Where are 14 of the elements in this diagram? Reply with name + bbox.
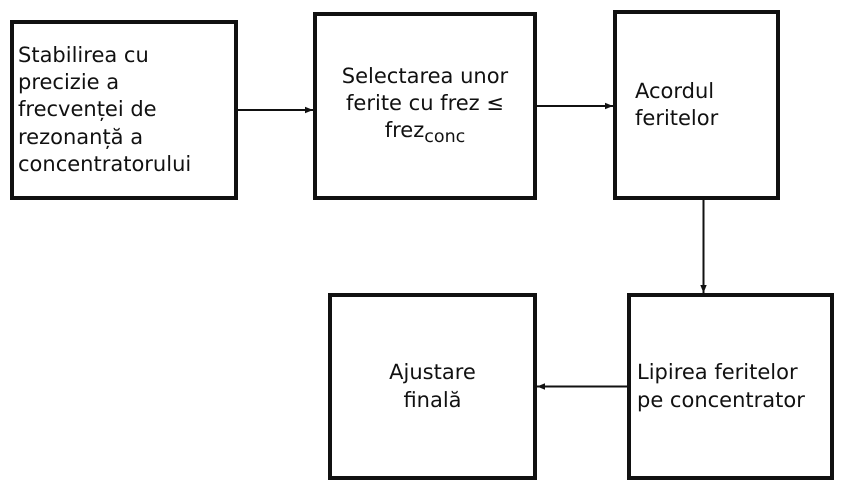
box-label: Acordul feritelor — [635, 78, 720, 132]
box-label: Stabilirea cu precizie a frecvenței de rezonanță a concentratorului — [18, 42, 192, 178]
box-label: Selectarea unor ferite cu frez ≤ frez$_{conc}$ — [340, 62, 510, 150]
box-label: Lipirea feritelor pe concentrator — [637, 359, 806, 414]
arrow — [700, 200, 707, 293]
arrow — [537, 383, 627, 390]
process-box — [613, 10, 780, 200]
arrow — [238, 106, 313, 114]
process-box — [313, 12, 537, 200]
process-box — [328, 293, 537, 480]
process-box — [627, 293, 834, 480]
arrow — [537, 102, 613, 110]
box-label: Ajustare finală — [388, 359, 477, 414]
process-box — [10, 20, 238, 200]
